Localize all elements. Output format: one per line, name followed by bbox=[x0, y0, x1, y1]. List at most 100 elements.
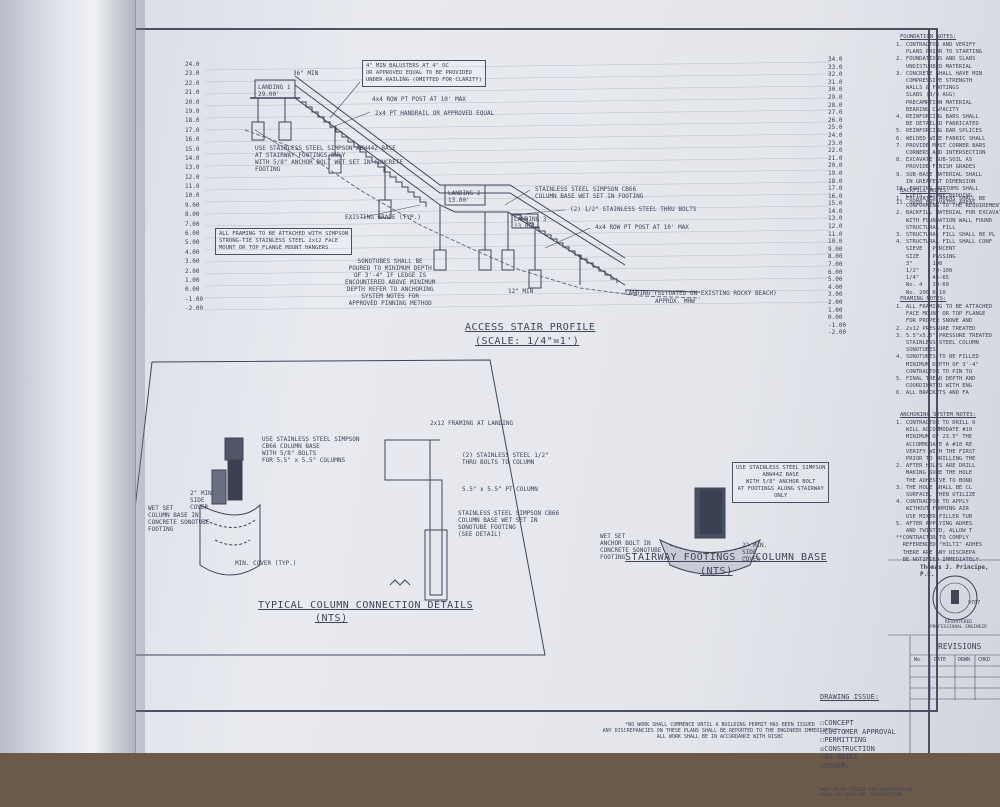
elevation-tick: 6.00 bbox=[185, 230, 200, 238]
framing-attach-note: ALL FRAMING TO BE ATTACHED WITH SIMPSON … bbox=[215, 228, 353, 255]
elevation-tick: 14.0 bbox=[828, 207, 843, 215]
elevation-tick: 7.00 bbox=[828, 261, 843, 269]
elevation-tick: 2.00 bbox=[185, 267, 200, 275]
beach-label: LANDING (SITUATED ON EXISTING ROCKY BEAC… bbox=[625, 290, 777, 297]
anchoring-notes-heading: ANCHORING SYSTEM NOTES: bbox=[900, 412, 977, 418]
existing-grade-label: EXISTING GRADE (TYP.) bbox=[345, 214, 421, 221]
elevation-tick: 18.0 bbox=[828, 177, 843, 185]
elevation-tick: 10.0 bbox=[828, 238, 843, 246]
permit-footer-note: *NO WORK SHALL COMMENCE UNTIL A BUILDING… bbox=[602, 722, 838, 740]
elevation-tick: 16.0 bbox=[185, 136, 200, 144]
baluster-note: 4" MIN BALUSTERS AT 4" OC OR APPROVED EQ… bbox=[362, 60, 486, 87]
issue-item-label: PERMITTING bbox=[824, 736, 867, 745]
unchecked-box-icon: ☐ bbox=[820, 718, 825, 727]
elevation-tick: 9.00 bbox=[828, 245, 843, 253]
stamp-text: REGISTERED PROFESSIONAL ENGINEER bbox=[930, 620, 987, 630]
elevation-tick: 12.0 bbox=[828, 223, 843, 231]
rev-col-no: No. bbox=[914, 657, 924, 663]
elevation-tick: 4.00 bbox=[185, 248, 200, 256]
elevation-tick: 19.0 bbox=[185, 107, 200, 115]
elevation-tick: 25.0 bbox=[828, 124, 843, 132]
column-simpson-label: USE STAINLESS STEEL SIMPSON CB66 COLUMN … bbox=[262, 436, 360, 464]
leader-lines bbox=[254, 81, 591, 249]
elevation-tick: 21.0 bbox=[828, 154, 843, 162]
framing-notes: 1. ALL FRAMING TO BE ATTACHED FACE MOUNT… bbox=[896, 304, 993, 397]
elevation-tick: 24.0 bbox=[828, 131, 843, 139]
pt-column-label: 5.5" x 5.5" PT COLUMN bbox=[462, 486, 538, 493]
landing-3-label: LANDING 3 13.00' bbox=[514, 216, 547, 230]
notes-panel-rules bbox=[888, 559, 1000, 753]
issue-item-label: CUSTOMER APPROVAL bbox=[824, 727, 896, 736]
rev-col-chkd: CHKD bbox=[978, 657, 991, 663]
elevation-tick: 22.0 bbox=[185, 79, 200, 87]
elevation-tick: 30.0 bbox=[828, 86, 843, 94]
elevation-tick: 14.0 bbox=[185, 154, 200, 162]
stair-profile-caption: ACCESS STAIR PROFILE bbox=[465, 322, 596, 333]
stamp-number: 9707 bbox=[968, 600, 981, 606]
framing-notes-heading: FRAMING NOTES: bbox=[900, 296, 947, 302]
elevation-tick: 1.00 bbox=[828, 306, 843, 314]
elevation-tick: 11.0 bbox=[185, 183, 200, 191]
revisions-heading: REVISIONS bbox=[938, 642, 982, 651]
foundation-notes: 1. CONTRACTOR AND VERIFY PLANS PRIOR TO … bbox=[896, 42, 986, 207]
elevation-tick: 16.0 bbox=[828, 192, 843, 200]
ss-bolts-label: (2) STAINLESS STEEL 1/2" THRU BOLTS TO C… bbox=[462, 452, 549, 466]
footing-wetset-label: WET SET ANCHOR BOLT IN CONCRETE SONOTUBE… bbox=[600, 533, 662, 561]
thru-bolts-label: (2) 1/2" STAINLESS STEEL THRU BOLTS bbox=[570, 206, 697, 213]
drawing-issue-footer: ONLY PLANS ISSUED FOR CONSTRUCTION SHALL… bbox=[820, 787, 913, 799]
issue-item: ☐CONCEPT bbox=[820, 719, 912, 728]
footing-scale: (NTS) bbox=[700, 566, 733, 577]
elevation-tick: 15.0 bbox=[828, 200, 843, 208]
elevation-tick: 13.0 bbox=[185, 164, 200, 172]
elevation-tick: 22.0 bbox=[828, 147, 843, 155]
sonotubes-label: SONOTUBES SHALL BE POURED TO MINIMUM DEP… bbox=[345, 258, 436, 307]
issue-item-label: OTHER: bbox=[824, 761, 850, 770]
framing-landing-label: 2x12 FRAMING AT LANDING bbox=[430, 420, 514, 427]
checked-box-icon: ☒ bbox=[820, 744, 825, 753]
side-cover-left: 2" MIN. SIDE COVER bbox=[190, 490, 216, 511]
issue-item: ☐CUSTOMER APPROVAL bbox=[820, 728, 912, 737]
top-dim-label: 36" MIN bbox=[293, 70, 319, 77]
side-cover-right: 2" MIN. SIDE COVER bbox=[742, 542, 768, 563]
simpson-base-label: USE STAINLESS STEEL SIMPSON ABW44Z BASE … bbox=[255, 145, 404, 173]
backfill-notes: 1. EXCAVATED AREAS SHALL BE CONFORMING T… bbox=[896, 196, 1000, 296]
elevation-tick: 3.00 bbox=[185, 258, 200, 266]
elevation-tick: 20.0 bbox=[828, 162, 843, 170]
engineer-name: Thomas J. Principe, P.E. bbox=[920, 564, 989, 578]
stair-profile-scale: (SCALE: 1/4"=1') bbox=[475, 336, 580, 347]
mhw-label: APPROX. MHW bbox=[655, 298, 695, 305]
issue-item: ☒CONSTRUCTION bbox=[820, 745, 912, 754]
engineer-seal bbox=[932, 575, 978, 621]
column-scale: (NTS) bbox=[315, 613, 348, 624]
drawing-issue-block: DRAWING ISSUE: ☐CONCEPT☐CUSTOMER APPROVA… bbox=[820, 676, 912, 807]
elevation-tick: 32.0 bbox=[828, 71, 843, 79]
elevation-tick: 17.0 bbox=[828, 185, 843, 193]
drawing-issue-heading: DRAWING ISSUE: bbox=[820, 693, 880, 702]
elevation-tick: 17.0 bbox=[185, 126, 200, 134]
elevation-tick: 19.0 bbox=[828, 169, 843, 177]
elevation-tick: 26.0 bbox=[828, 116, 843, 124]
elevation-tick: 0.00 bbox=[185, 286, 200, 294]
elevation-tick: 15.0 bbox=[185, 145, 200, 153]
cb66-detail-label: STAINLESS STEEL SIMPSON CB66 COLUMN BASE… bbox=[458, 510, 560, 538]
handrail-label: 2x4 PT HANDRAIL OR APPROVED EQUAL bbox=[375, 110, 495, 117]
elevation-tick: 6.00 bbox=[828, 268, 843, 276]
min12-label: 12" MIN bbox=[508, 288, 534, 295]
cb66-label: STAINLESS STEEL SIMPSON CB66 COLUMN BASE… bbox=[535, 186, 644, 200]
elevation-tick: -2.00 bbox=[828, 329, 847, 337]
elevation-tick: 31.0 bbox=[828, 78, 843, 86]
title-block bbox=[928, 28, 1000, 753]
landing-2-label: LANDING 2 13.00' bbox=[448, 190, 481, 204]
issue-item: ☐AS-BUILT bbox=[820, 753, 912, 762]
post-label-2: 4x4 ROW PT POST AT 10' MAX bbox=[595, 224, 689, 231]
elevation-tick: 7.00 bbox=[185, 220, 200, 228]
rolled-paper-edge bbox=[0, 0, 136, 753]
elevation-tick: 24.0 bbox=[185, 61, 200, 68]
rev-col-drwn: DRWN bbox=[958, 657, 971, 663]
elevation-tick: -1.00 bbox=[185, 295, 204, 303]
unchecked-box-icon: ☐ bbox=[820, 727, 825, 736]
elevation-tick: 18.0 bbox=[185, 117, 200, 125]
post-label: 4x4 ROW PT POST AT 10' MAX bbox=[372, 96, 466, 103]
